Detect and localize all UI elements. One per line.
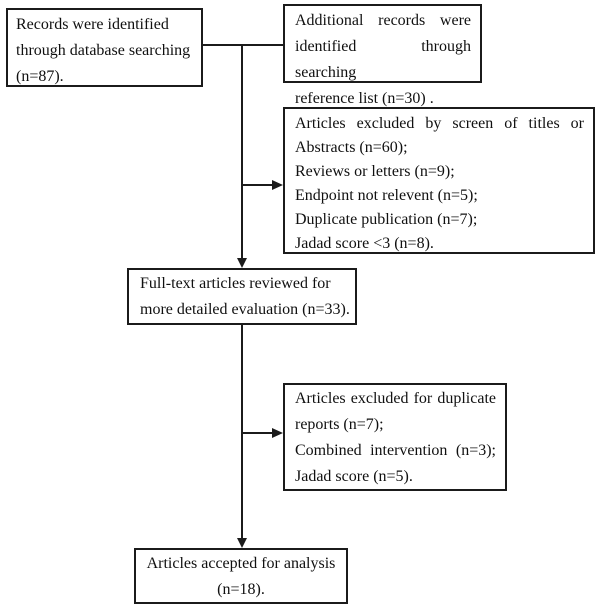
box-text-line: Records were identified [16, 16, 169, 33]
box-text-line: Jadad score <3 (n=8). [295, 235, 434, 252]
box-text-line: more detailed evaluation (n=33). [140, 301, 350, 318]
box-excluded-screening: Articles excluded by screen of titles or… [283, 107, 595, 254]
connector-records-to-additional [203, 44, 283, 46]
box-text-line: Full-text articles reviewed for [140, 275, 331, 292]
box-additional-records: Additional records were identified throu… [283, 4, 482, 107]
arrowhead-down-icon [237, 538, 247, 548]
box-text-line: Jadad score (n=5). [295, 468, 413, 485]
box-text-line: Duplicate publication (n=7); [295, 211, 478, 228]
box-excluded-fulltext: Articles excluded for duplicate reports … [283, 383, 507, 491]
box-fulltext-review: Full-text articles reviewed for more det… [127, 268, 357, 325]
box-text-line: Reviews or letters (n=9); [295, 163, 455, 180]
box-text-line: Additional records were [295, 12, 471, 29]
box-text-line: (n=87). [16, 68, 64, 85]
box-accepted-analysis: Articles accepted for analysis (n=18). [134, 548, 348, 604]
box-text-line: Articles excluded by screen of titles or [295, 115, 584, 132]
box-text-line: reference list (n=30) . [295, 90, 434, 107]
box-text-line: Endpoint not relevent (n=5); [295, 187, 478, 204]
box-text-line: Combined intervention (n=3); [295, 442, 496, 459]
connector-main-vertical-upper [241, 44, 243, 258]
box-text-line: through database searching [16, 42, 191, 59]
arrowhead-down-icon [237, 258, 247, 268]
connector-main-vertical-lower [241, 325, 243, 538]
connector-to-screening-exclusions [241, 184, 272, 186]
box-text-line: (n=18). [217, 581, 265, 598]
box-text-line: Abstracts (n=60); [295, 139, 408, 156]
box-records-identified: Records were identified through database… [6, 8, 203, 87]
box-text-line: identified through searching [295, 38, 471, 81]
arrowhead-right-icon [272, 180, 283, 190]
arrowhead-right-icon [272, 428, 283, 438]
connector-to-fulltext-exclusions [241, 432, 272, 434]
box-text-line: reports (n=7); [295, 416, 384, 433]
box-text-line: Articles excluded for duplicate [295, 390, 496, 407]
box-text-line: Articles accepted for analysis [146, 555, 336, 572]
